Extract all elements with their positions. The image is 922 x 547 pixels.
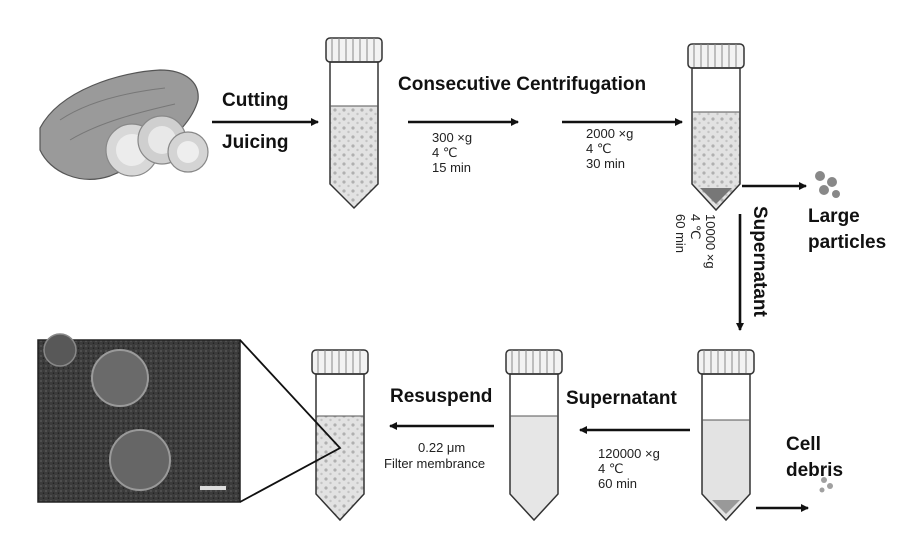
condition-4-temp: 4 ℃ bbox=[598, 461, 660, 476]
condition-3: 10000 ×g 4 ℃ 60 min bbox=[673, 214, 718, 269]
condition-1: 300 ×g 4 ℃ 15 min bbox=[432, 130, 472, 175]
condition-2-time: 30 min bbox=[586, 156, 633, 171]
condition-4: 120000 ×g 4 ℃ 60 min bbox=[598, 446, 660, 491]
sweet-potato-image bbox=[40, 70, 208, 179]
condition-3-temp: 4 ℃ bbox=[688, 214, 703, 269]
condition-2: 2000 ×g 4 ℃ 30 min bbox=[586, 126, 633, 171]
large-particles-icon bbox=[815, 171, 840, 198]
tem-micrograph bbox=[38, 334, 240, 502]
tube-juice bbox=[326, 38, 382, 208]
condition-2-temp: 4 ℃ bbox=[586, 141, 633, 156]
output-cell-line2: debris bbox=[786, 460, 843, 482]
step-consecutive-centrifugation: Consecutive Centrifugation bbox=[398, 74, 646, 96]
step-juicing: Juicing bbox=[222, 132, 289, 154]
condition-2-speed: 2000 ×g bbox=[586, 126, 633, 141]
tube-centrifuged bbox=[688, 44, 744, 210]
output-cell-line1: Cell bbox=[786, 434, 821, 456]
condition-4-speed: 120000 ×g bbox=[598, 446, 660, 461]
tube-resuspended bbox=[312, 350, 368, 520]
filter-pore-size: 0.22 μm bbox=[418, 440, 465, 455]
condition-3-time: 60 min bbox=[673, 214, 688, 269]
step-supernatant-horizontal: Supernatant bbox=[566, 388, 677, 410]
step-supernatant-vertical: Supernatant bbox=[748, 206, 770, 317]
step-resuspend: Resuspend bbox=[390, 386, 492, 408]
output-large-line1: Large bbox=[808, 206, 860, 228]
condition-1-temp: 4 ℃ bbox=[432, 145, 472, 160]
tube-supernatant-source bbox=[698, 350, 754, 520]
output-large-line2: particles bbox=[808, 232, 886, 254]
condition-3-speed: 10000 ×g bbox=[703, 214, 718, 269]
condition-4-time: 60 min bbox=[598, 476, 660, 491]
tube-pellet bbox=[506, 350, 562, 520]
condition-1-time: 15 min bbox=[432, 160, 472, 175]
step-cutting: Cutting bbox=[222, 90, 288, 112]
filter-membrane-label: Filter membrance bbox=[384, 456, 485, 471]
condition-1-speed: 300 ×g bbox=[432, 130, 472, 145]
